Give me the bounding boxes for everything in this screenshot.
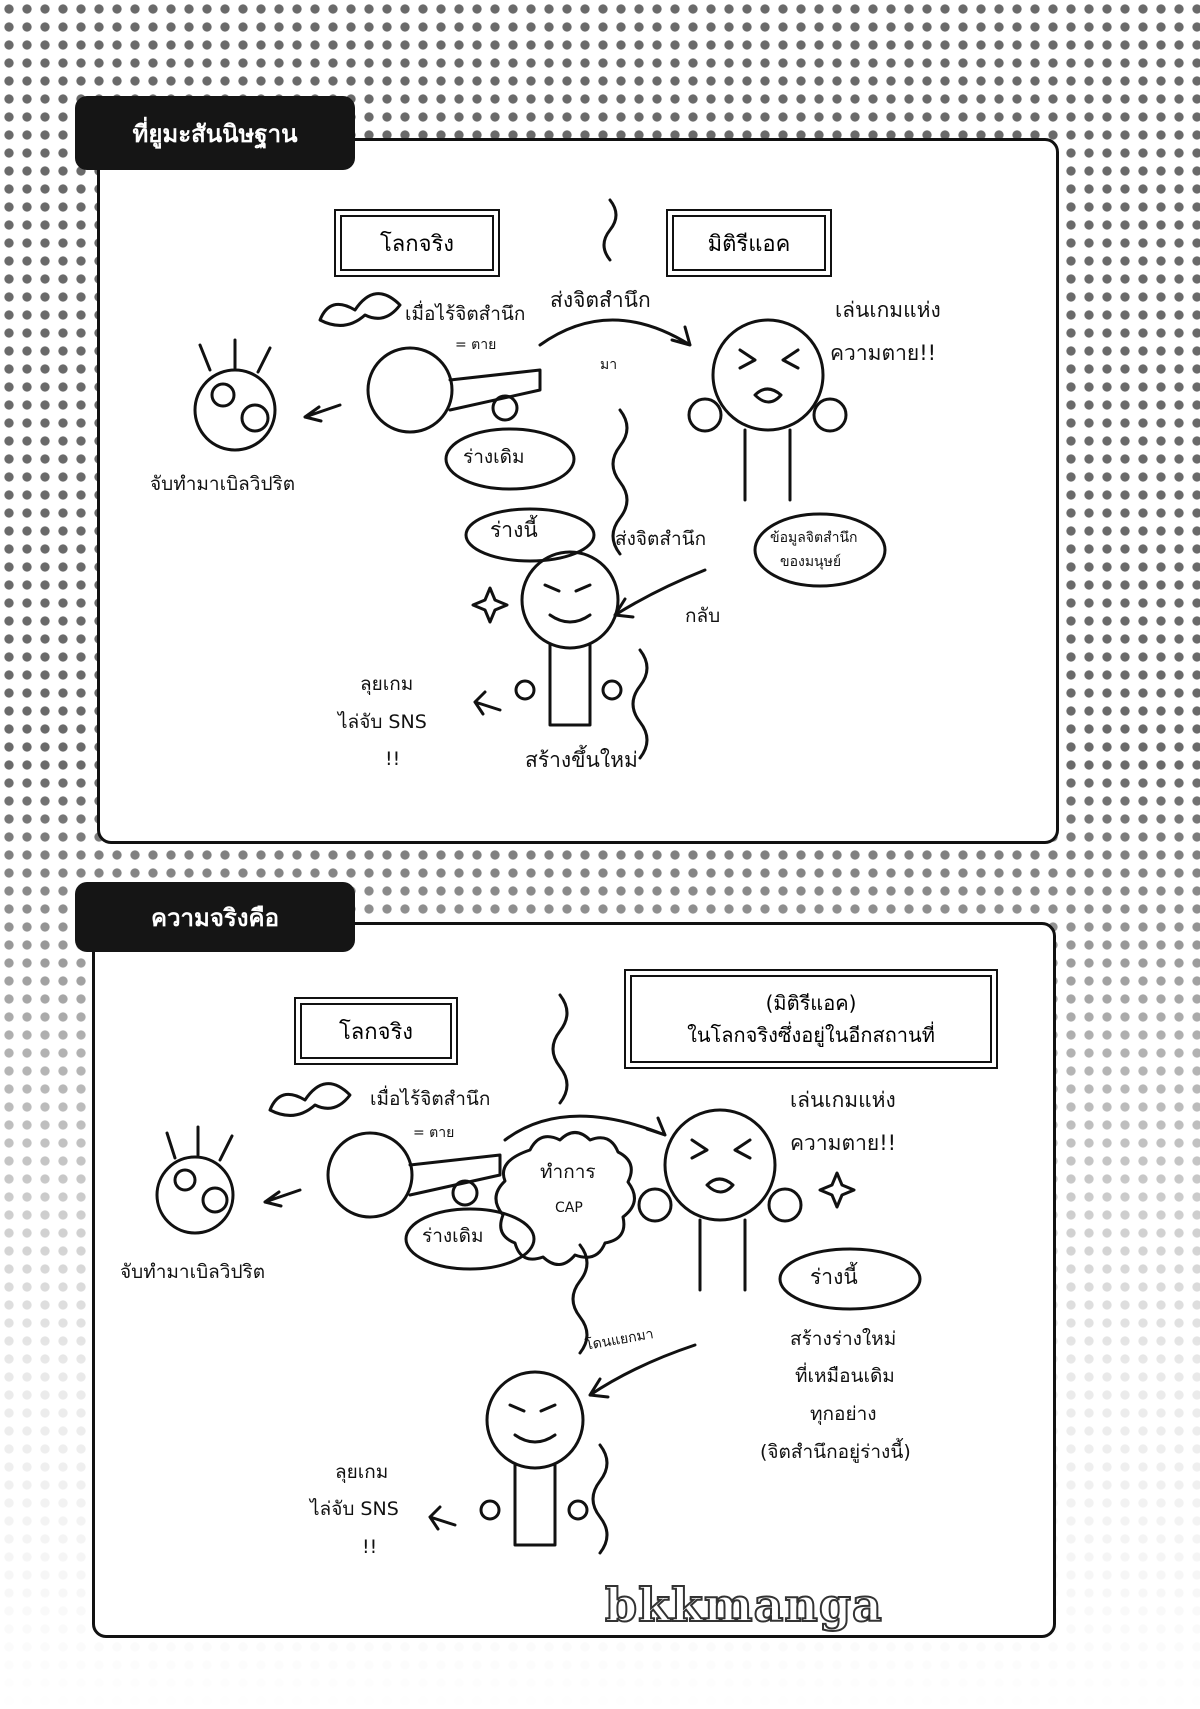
sns-label-2-line3: !! bbox=[362, 1536, 378, 1558]
make-new-3: ทุกอย่าง bbox=[810, 1403, 877, 1425]
equals-death-label-1: = ตาย bbox=[455, 337, 497, 353]
equals-death-label-2: = ตาย bbox=[413, 1125, 455, 1141]
lose-consciousness-label-1: เมื่อไร้จิตสำนึก bbox=[405, 303, 526, 325]
original-body-bubble-1 bbox=[444, 427, 576, 491]
panel1-illustration bbox=[193, 292, 848, 727]
send-back-label: ส่งจิตสำนึก bbox=[615, 528, 707, 550]
sns-label-2-line1: ลุยเกม bbox=[335, 1461, 389, 1483]
make-new-1: สร้างร่างใหม่ bbox=[790, 1328, 897, 1350]
mystery-act-label: มิติรีแอค bbox=[666, 209, 832, 277]
human-data-bubble bbox=[753, 512, 887, 588]
take-to-hospital-label-2: จับทำมาเบิลวิปริต bbox=[120, 1261, 266, 1283]
game-of-death-2: ความตาย!! bbox=[830, 341, 937, 365]
panel-hypothesis-title: ที่ยูมะสันนิษฐาน bbox=[75, 96, 355, 170]
real-world-label: โลกจริง bbox=[334, 209, 500, 277]
do-cap-2: CAP bbox=[555, 1200, 583, 1216]
mystery-act-label-2: (มิติรีแอค) ในโลกจริงซึ่งอยู่ในอีกสถานที… bbox=[624, 969, 998, 1069]
here-label: มา bbox=[600, 357, 618, 373]
lose-consciousness-label-2: เมื่อไร้จิตสำนึก bbox=[370, 1088, 491, 1110]
this-body-bubble-2 bbox=[778, 1247, 922, 1311]
panel-truth-title: ความจริงคือ bbox=[75, 882, 355, 952]
rebuilt-label: สร้างขึ้นใหม่ bbox=[525, 748, 638, 772]
original-body-label-2: ร่างเดิม bbox=[422, 1225, 484, 1247]
game-of-death-3: เล่นเกมแห่ง bbox=[790, 1088, 896, 1112]
sns-label-1-line2: ไล่จับ SNS bbox=[338, 711, 427, 733]
sns-label-2-line2: ไล่จับ SNS bbox=[310, 1498, 399, 1520]
back-label: กลับ bbox=[685, 605, 721, 627]
real-world-label-2: โลกจริง bbox=[294, 997, 458, 1065]
send-consciousness-label: ส่งจิตสำนึก bbox=[550, 288, 651, 312]
make-new-2: ที่เหมือนเดิม bbox=[795, 1365, 895, 1387]
mystery-act-line-2: ในโลกจริงซึ่งอยู่ในอีกสถานที่ bbox=[687, 1023, 935, 1047]
sns-label-1-line1: ลุยเกม bbox=[360, 673, 414, 695]
this-body-label-1: ร่างนี้ bbox=[490, 518, 538, 542]
original-body-label-1: ร่างเดิม bbox=[463, 446, 525, 468]
this-body-bubble-1 bbox=[464, 507, 596, 563]
watermark: bkkmanga bbox=[604, 1577, 883, 1633]
make-new-4: (จิตสำนึกอยู่ร่างนี้) bbox=[760, 1441, 911, 1463]
panel1-divider-squiggle bbox=[602, 198, 649, 760]
game-of-death-4: ความตาย!! bbox=[790, 1131, 897, 1155]
panel2-divider-squiggle bbox=[551, 993, 609, 1555]
human-data-label-1: ข้อมูลจิตสำนึก bbox=[770, 530, 858, 546]
original-body-bubble-2 bbox=[404, 1207, 536, 1271]
sns-label-1-line3: !! bbox=[385, 748, 401, 770]
this-body-label-2: ร่างนี้ bbox=[810, 1265, 858, 1289]
mystery-act-line-1: (มิติรีแอค) bbox=[765, 991, 857, 1015]
human-data-label-2: ของมนุษย์ bbox=[780, 554, 842, 570]
do-cap-1: ทำการ bbox=[540, 1161, 596, 1183]
take-to-hospital-label-1: จับทำมาเบิลวิปริต bbox=[150, 473, 296, 495]
game-of-death-1: เล่นเกมแห่ง bbox=[835, 298, 941, 322]
